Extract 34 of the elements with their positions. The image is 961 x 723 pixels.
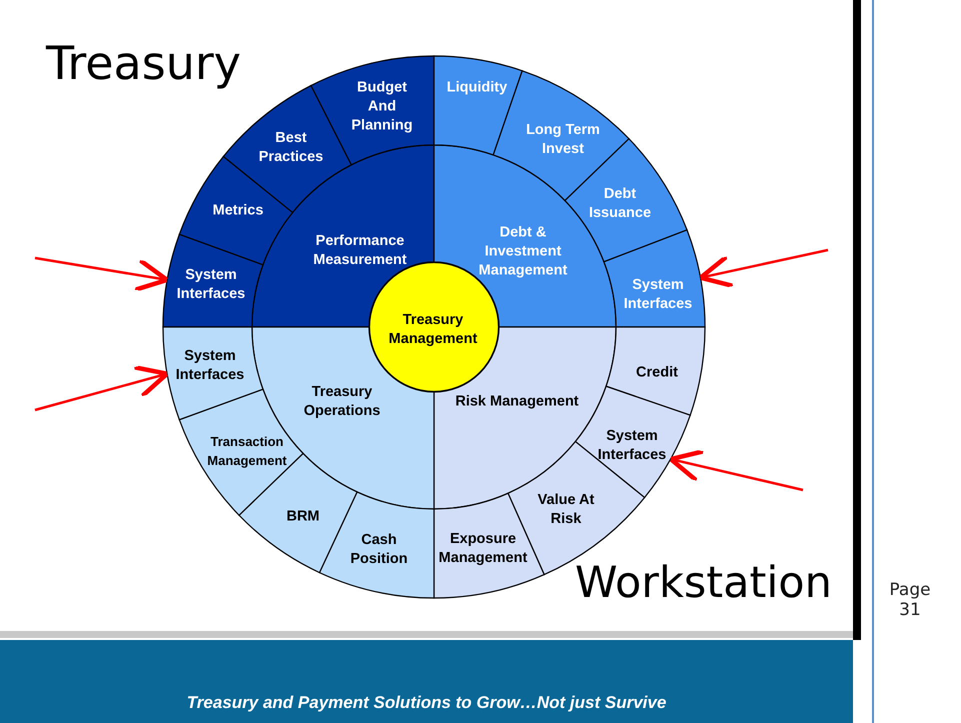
- segment-label: System Interfaces: [174, 347, 246, 385]
- outer-ring-segment: [605, 326, 706, 417]
- page-number: Page 31: [888, 580, 932, 620]
- segment-label: Debt & Investment Management: [478, 224, 568, 280]
- tagline: Treasury and Payment Solutions to Grow…Not just Survive: [186, 693, 668, 713]
- segment-label: System Interfaces: [596, 427, 668, 465]
- segment-label: System Interfaces: [176, 266, 246, 304]
- segment-label: Value At Risk: [536, 491, 596, 529]
- title-text: Treasury: [46, 36, 241, 90]
- segment-label: Treasury Management: [388, 311, 478, 349]
- outer-ring-segment: [602, 228, 706, 328]
- segment-label: Exposure Management: [438, 530, 528, 568]
- segment-label: Metrics: [212, 202, 264, 220]
- outer-ring-segment: [318, 490, 435, 599]
- segment-label: Debt Issuance: [588, 185, 652, 223]
- title-text: Workstation: [575, 558, 832, 608]
- segment-label: Performance Measurement: [312, 232, 408, 270]
- segment-label: Budget And Planning: [350, 78, 414, 136]
- segment-label: Long Term Invest: [525, 121, 601, 159]
- segment-label: Best Practices: [258, 129, 324, 167]
- outer-ring-segment: [162, 326, 264, 421]
- segment-label: Liquidity: [446, 78, 508, 98]
- segment-label: BRM: [285, 508, 321, 526]
- outer-ring-segment: [432, 55, 524, 156]
- segment-label: Treasury Operations: [302, 383, 382, 421]
- segment-label: Credit: [635, 364, 679, 382]
- segment-label: Cash Position: [349, 531, 409, 569]
- arrow: [698, 248, 828, 288]
- arrow: [34, 256, 170, 292]
- arrow: [668, 449, 804, 492]
- segment-label: Risk Management: [454, 392, 580, 412]
- segment-label: Transaction Management: [206, 433, 288, 470]
- arrow: [34, 365, 170, 412]
- segment-label: System Interfaces: [622, 276, 694, 314]
